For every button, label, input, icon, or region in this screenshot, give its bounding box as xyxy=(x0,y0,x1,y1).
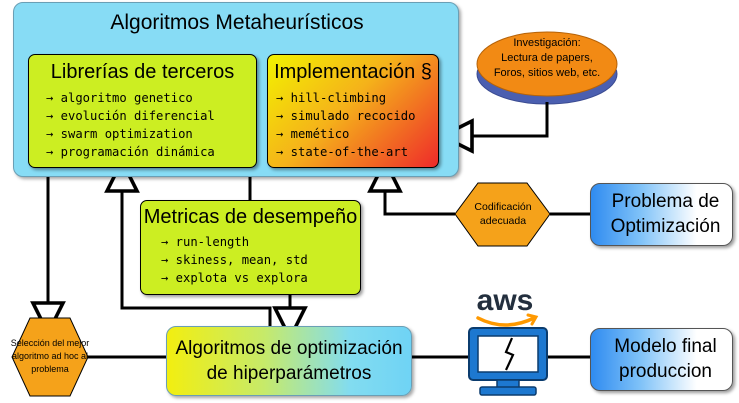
metricas-item: → explota vs explora xyxy=(161,271,308,285)
implementacion-item: → state-of-the-art xyxy=(276,145,409,159)
monitor-icon xyxy=(468,327,548,396)
codificacion-line: Codificación xyxy=(474,201,532,213)
seleccion-line: Selección del mejor xyxy=(10,338,90,348)
implementacion-item: → simulado recocido xyxy=(276,109,416,123)
implementacion-item: → hill-climbing xyxy=(276,91,387,105)
librerias-title: Librerías de terceros xyxy=(50,61,235,83)
hiperparametros-line: de hiperparámetros xyxy=(206,363,372,384)
investigacion-line: Foros, sitios web, etc. xyxy=(493,67,601,79)
librerias-item: → programación dinámica xyxy=(46,145,215,159)
metricas-box: Metricas de desempeño → run-length → ski… xyxy=(140,200,361,295)
problema-text: Problema de Optimización xyxy=(599,189,732,239)
problema-box: Problema de Optimización xyxy=(590,183,733,246)
implementacion-item: → memético xyxy=(276,127,350,141)
seleccion-hexagon xyxy=(11,317,89,397)
seleccion-line: problema xyxy=(31,364,69,374)
implementacion-list: → hill-climbing → simulado recocido → me… xyxy=(276,89,415,161)
investigacion-ellipse xyxy=(476,31,618,105)
metricas-list: → run-length → skiness, mean, std → expl… xyxy=(161,233,308,287)
implementacion-title: Implementación § xyxy=(274,61,432,83)
codificacion-hexagon xyxy=(454,182,551,247)
investigacion-text: Investigación: Lectura de papers, Foros,… xyxy=(485,36,609,81)
seleccion-text: Selección del mejor algoritmo ad hoc al … xyxy=(8,337,92,376)
hiperparametros-line: Algoritmos de optimización xyxy=(175,338,403,359)
codificacion-text: Codificación adecuada xyxy=(458,200,548,228)
problema-line: Optimización xyxy=(610,216,721,237)
metaheuristicos-title: Algoritmos Metaheurísticos xyxy=(110,11,364,34)
hiperparametros-text: Algoritmos de optimización de hiperparám… xyxy=(167,336,411,386)
modelo-text: Modelo final produccion xyxy=(599,334,732,384)
metricas-item: → skiness, mean, std xyxy=(161,253,308,267)
metricas-title: Metricas de desempeño xyxy=(143,206,358,228)
investigacion-line: Investigación: xyxy=(513,37,581,49)
codificacion-line: adecuada xyxy=(479,215,527,227)
hiperparametros-box: Algoritmos de optimización de hiperparám… xyxy=(166,326,412,396)
seleccion-line: algoritmo ad hoc al xyxy=(11,351,89,361)
librerias-item: → evolución diferencial xyxy=(46,109,215,123)
modelo-line: Modelo final xyxy=(614,336,717,357)
metricas-item: → run-length xyxy=(161,235,250,249)
problema-line: Problema de xyxy=(611,191,720,212)
arrow-codificacion-to-impl xyxy=(385,176,455,216)
modelo-box: Modelo final produccion xyxy=(590,328,733,391)
modelo-line: produccion xyxy=(619,361,712,382)
librerias-item: → algoritmo genetico xyxy=(46,91,193,105)
arrow-investigacion-to-impl xyxy=(457,102,549,136)
librerias-item: → swarm optimization xyxy=(46,127,193,141)
librerias-list: → algoritmo genetico → evolución diferen… xyxy=(46,89,215,161)
aws-logo-icon: aws xyxy=(476,284,539,327)
arrow-loop-to-libs xyxy=(122,176,272,326)
investigacion-line: Lectura de papers, xyxy=(501,52,593,64)
implementacion-box: Implementación § → hill-climbing → simul… xyxy=(267,54,439,168)
librerias-box: Librerías de terceros → algoritmo geneti… xyxy=(28,54,257,168)
aws-logo-text: aws xyxy=(477,284,534,317)
